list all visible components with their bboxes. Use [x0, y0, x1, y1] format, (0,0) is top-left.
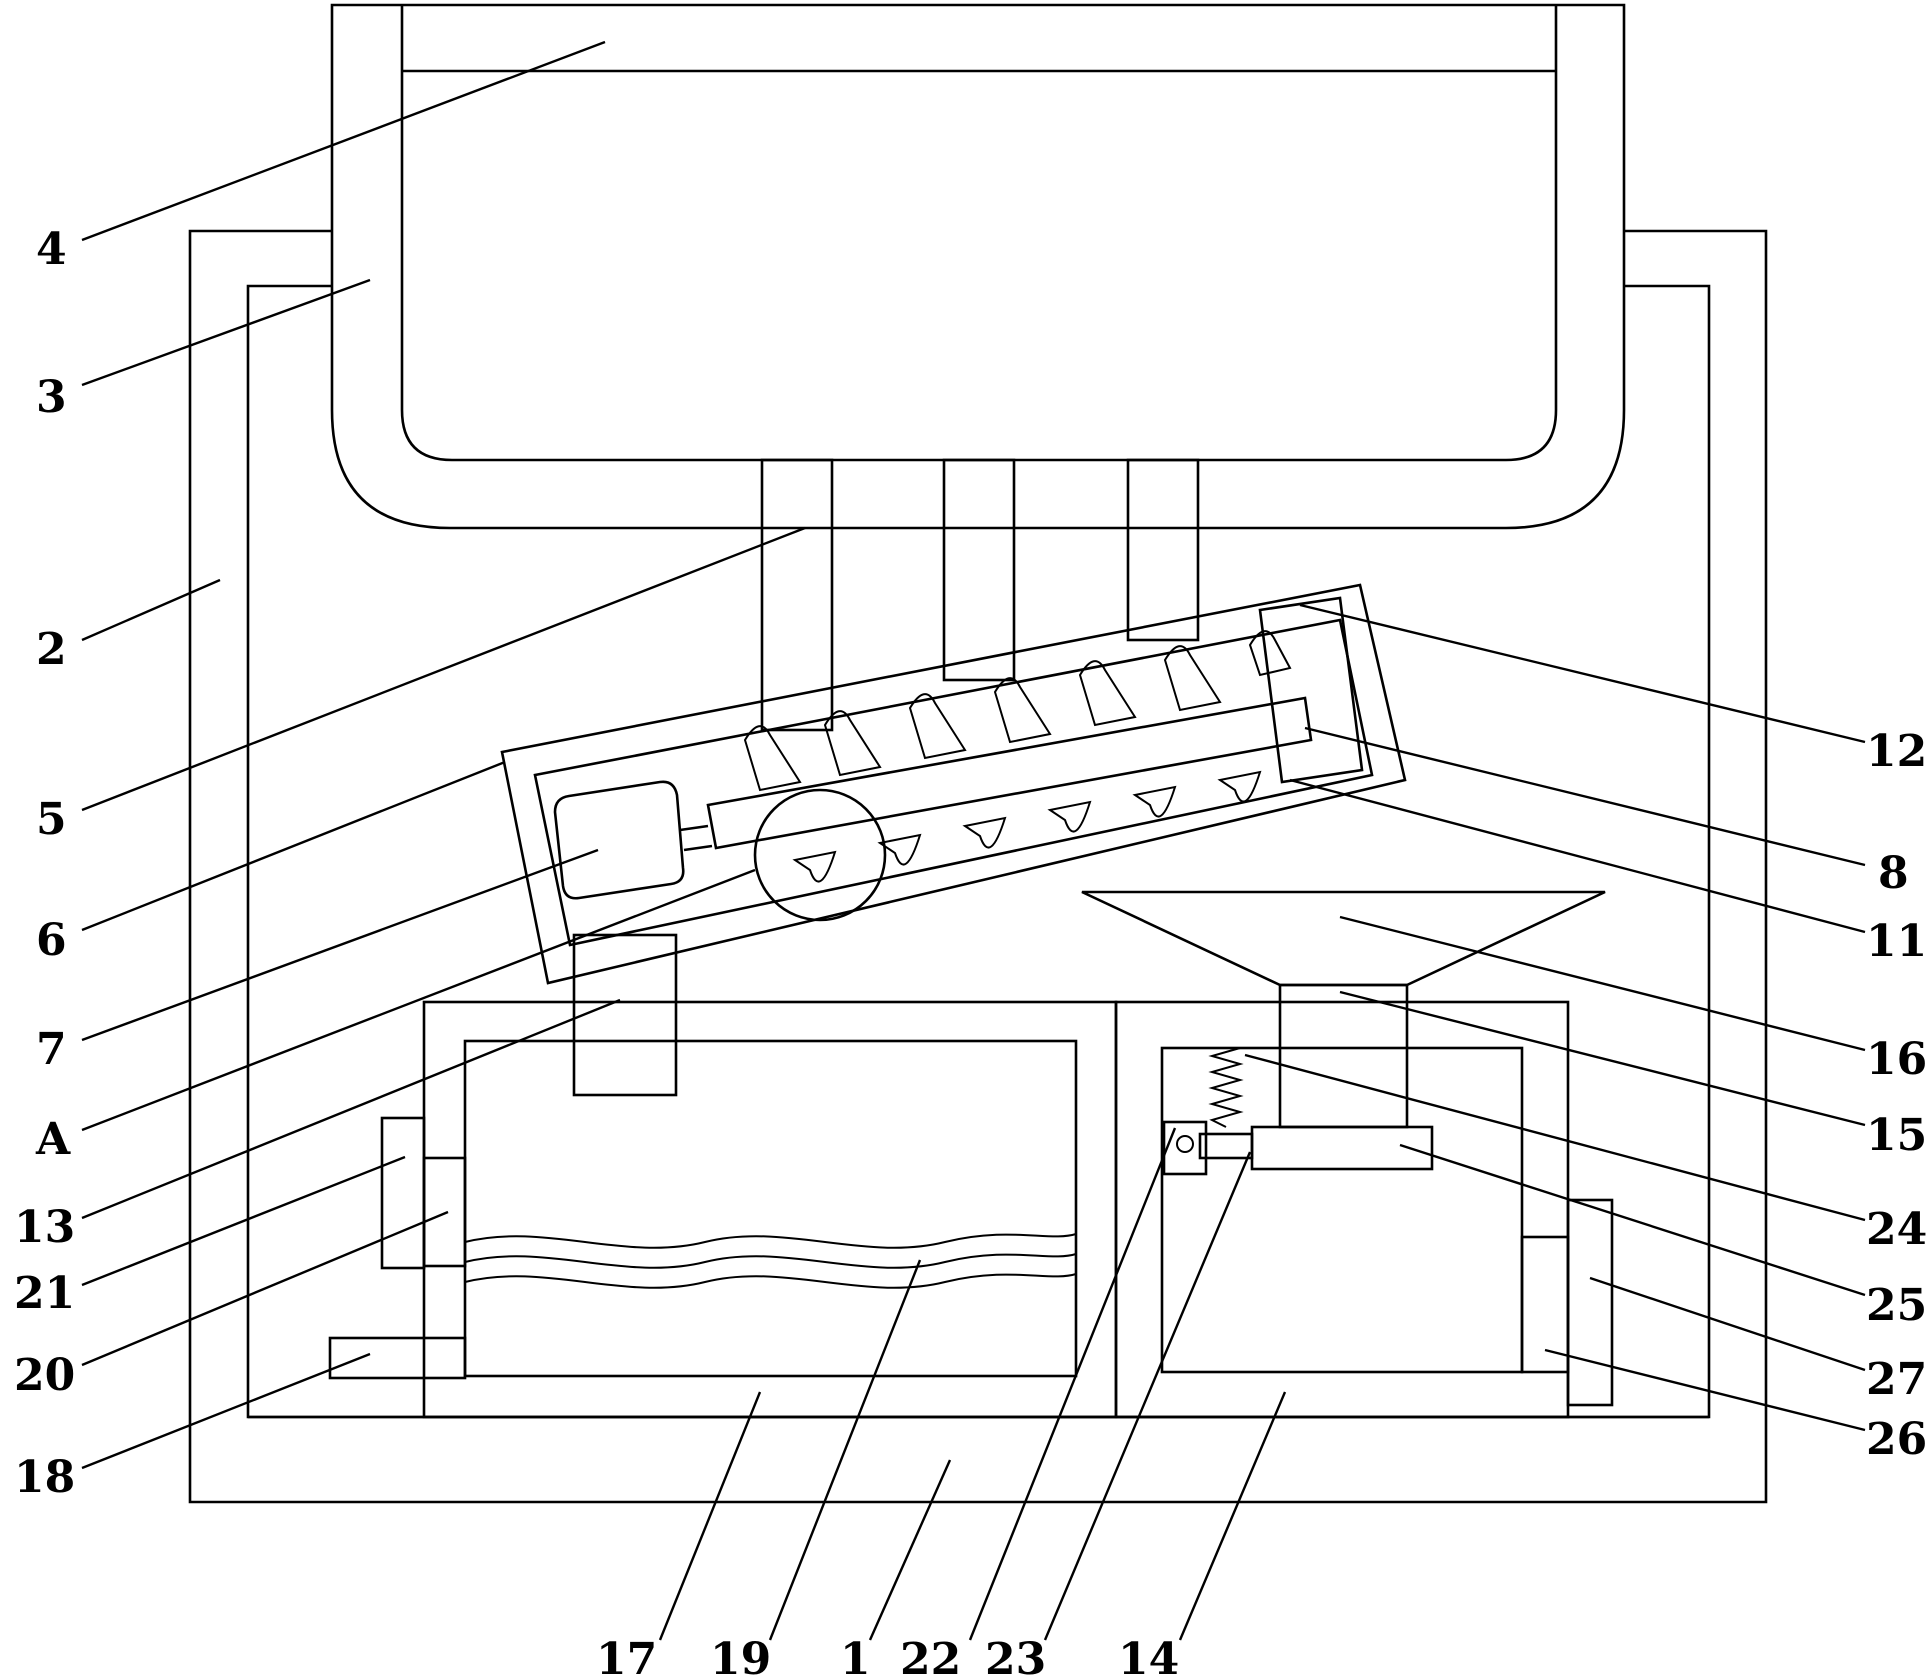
label-25: 25: [1866, 1280, 1927, 1331]
label-26: 26: [1866, 1414, 1927, 1465]
label-6: 6: [36, 915, 67, 966]
label-19: 19: [710, 1634, 771, 1679]
funnel-neck-15: [1278, 983, 1409, 1129]
funnel-16: [1081, 890, 1606, 987]
handle-21: [380, 1116, 426, 1270]
drain-pipe-18: [328, 1336, 467, 1380]
label-13: 13: [14, 1202, 75, 1253]
label-7: 7: [36, 1024, 67, 1075]
tank-17: [422, 1000, 1118, 1419]
screw-flights: [743, 630, 1292, 883]
label-4: 4: [36, 224, 67, 275]
label-2: 2: [36, 624, 67, 675]
handle-27: [1566, 1198, 1614, 1407]
detail-circle-A: [753, 788, 887, 922]
label-12: 12: [1866, 726, 1927, 777]
label-14: 14: [1118, 1634, 1179, 1679]
tank-14: [1114, 1000, 1570, 1419]
label-3: 3: [36, 372, 67, 423]
label-15: 15: [1866, 1110, 1927, 1161]
feed-pipes-5: [760, 458, 1200, 732]
spring-24: [1208, 1047, 1244, 1128]
label-5: 5: [36, 794, 67, 845]
connecting-rod-23: [1198, 1132, 1254, 1160]
frame-2: [188, 229, 1768, 1504]
label-16: 16: [1866, 1034, 1927, 1085]
label-22: 22: [900, 1634, 961, 1679]
leader-lines: [81, 40, 1866, 1641]
sliding-plate-25: [1250, 1125, 1434, 1171]
label-11: 11: [1866, 916, 1927, 967]
screw-housing-6: [500, 583, 1407, 985]
valve-20: [422, 1156, 467, 1268]
hopper-housing-3: [330, 3, 1626, 530]
discharge-pipe-13: [572, 933, 678, 1097]
label-A: A: [35, 1114, 71, 1165]
label-24: 24: [1866, 1204, 1927, 1255]
label-21: 21: [14, 1268, 75, 1319]
valve-26: [1520, 1235, 1570, 1374]
liquid-19: [464, 1233, 1077, 1289]
label-8: 8: [1878, 848, 1909, 899]
motor-7: [553, 780, 713, 900]
label-20: 20: [14, 1350, 75, 1401]
label-1: 1: [840, 1634, 871, 1679]
label-27: 27: [1866, 1354, 1927, 1405]
label-23: 23: [985, 1634, 1046, 1679]
label-17: 17: [596, 1634, 657, 1679]
pin-bracket-22: [1162, 1120, 1208, 1176]
label-18: 18: [14, 1452, 75, 1503]
bearing-block-11: [1258, 596, 1364, 784]
screw-shaft-8: [706, 696, 1313, 850]
